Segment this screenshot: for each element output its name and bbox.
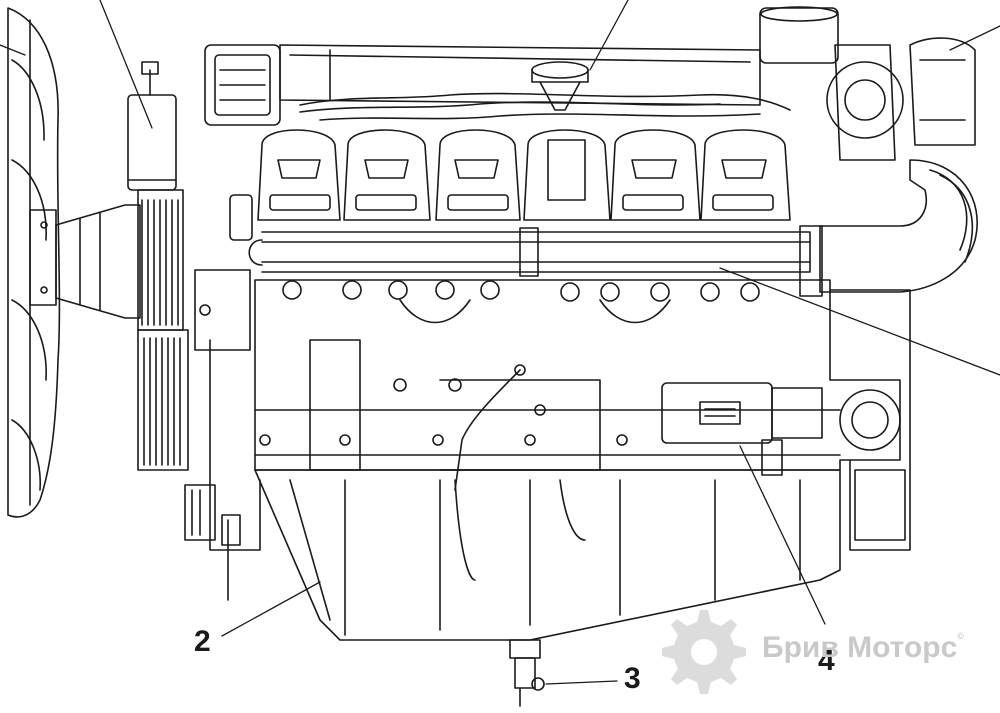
pulley-stack <box>137 189 216 541</box>
front-cover <box>194 269 261 601</box>
gear-icon <box>662 610 746 694</box>
leader-lines <box>0 0 1000 685</box>
oil-sump <box>254 469 841 641</box>
exhaust-manifold <box>248 225 823 297</box>
dipstick-tube <box>454 364 526 491</box>
fuel-lines <box>299 92 791 121</box>
callout-2: 2 <box>194 625 211 658</box>
fan-hub <box>55 204 141 319</box>
engine-block <box>254 279 901 471</box>
cylinder-heads <box>257 129 791 221</box>
callout-4: 4 <box>818 644 835 677</box>
drain-plug <box>509 639 545 707</box>
callout-3: 3 <box>624 662 641 695</box>
filter-housing <box>127 61 253 241</box>
injector-row <box>282 280 760 302</box>
watermark-brand: Брив Моторс© <box>762 631 964 665</box>
turbo-elbow <box>819 159 978 293</box>
intake-manifold <box>204 44 761 126</box>
turbocharger <box>759 6 976 161</box>
starter-motor <box>661 382 823 476</box>
flywheel-housing <box>829 289 911 551</box>
cooling-fan <box>7 7 61 518</box>
copyright-mark: © <box>957 631 964 641</box>
watermark-text: Брив Моторс <box>762 631 958 664</box>
